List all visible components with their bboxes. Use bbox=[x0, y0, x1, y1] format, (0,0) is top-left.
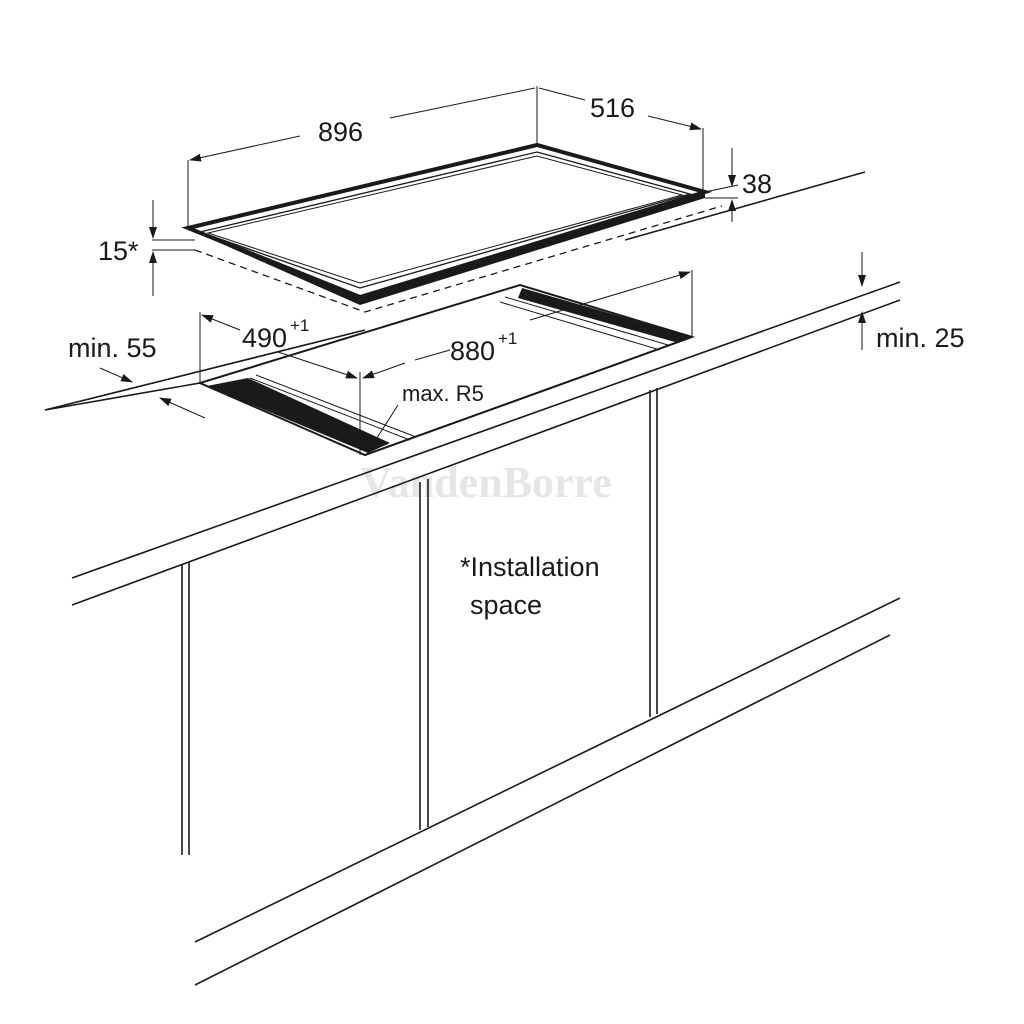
dimension-installation-space: 15* bbox=[98, 200, 195, 296]
note-line-1: *Installation bbox=[460, 552, 600, 582]
cutout bbox=[197, 283, 696, 457]
hob-height-label: 38 bbox=[742, 169, 772, 199]
worktop bbox=[44, 171, 901, 606]
note-line-2: space bbox=[470, 590, 542, 620]
installation-space-label: 15* bbox=[98, 236, 139, 266]
watermark: VandenBorre bbox=[360, 458, 612, 507]
max-radius-label: max. R5 bbox=[402, 381, 484, 406]
cutout-width-tolerance: +1 bbox=[498, 329, 517, 348]
hob-width-label: 896 bbox=[318, 117, 363, 147]
cutout-depth-label: 490 bbox=[242, 323, 287, 353]
dimension-min-worktop: min. 25 bbox=[858, 252, 965, 353]
cutout-depth-tolerance: +1 bbox=[290, 316, 309, 335]
cabinet bbox=[181, 388, 901, 986]
dimension-hob-height: 38 bbox=[704, 148, 772, 222]
dimension-cutout-depth: 490 +1 bbox=[199, 312, 361, 455]
cutout-width-label: 880 bbox=[450, 336, 495, 366]
callout-max-radius: max. R5 bbox=[367, 381, 484, 453]
dimension-cutout-width: 880 +1 bbox=[362, 270, 693, 379]
dimension-min-front: min. 55 bbox=[68, 333, 206, 419]
min-front-label: min. 55 bbox=[68, 333, 157, 363]
dimension-hob-depth: 516 bbox=[538, 87, 704, 192]
min-worktop-label: min. 25 bbox=[876, 323, 965, 353]
hob-depth-label: 516 bbox=[590, 93, 635, 123]
dimension-hob-width: 896 bbox=[187, 86, 538, 228]
